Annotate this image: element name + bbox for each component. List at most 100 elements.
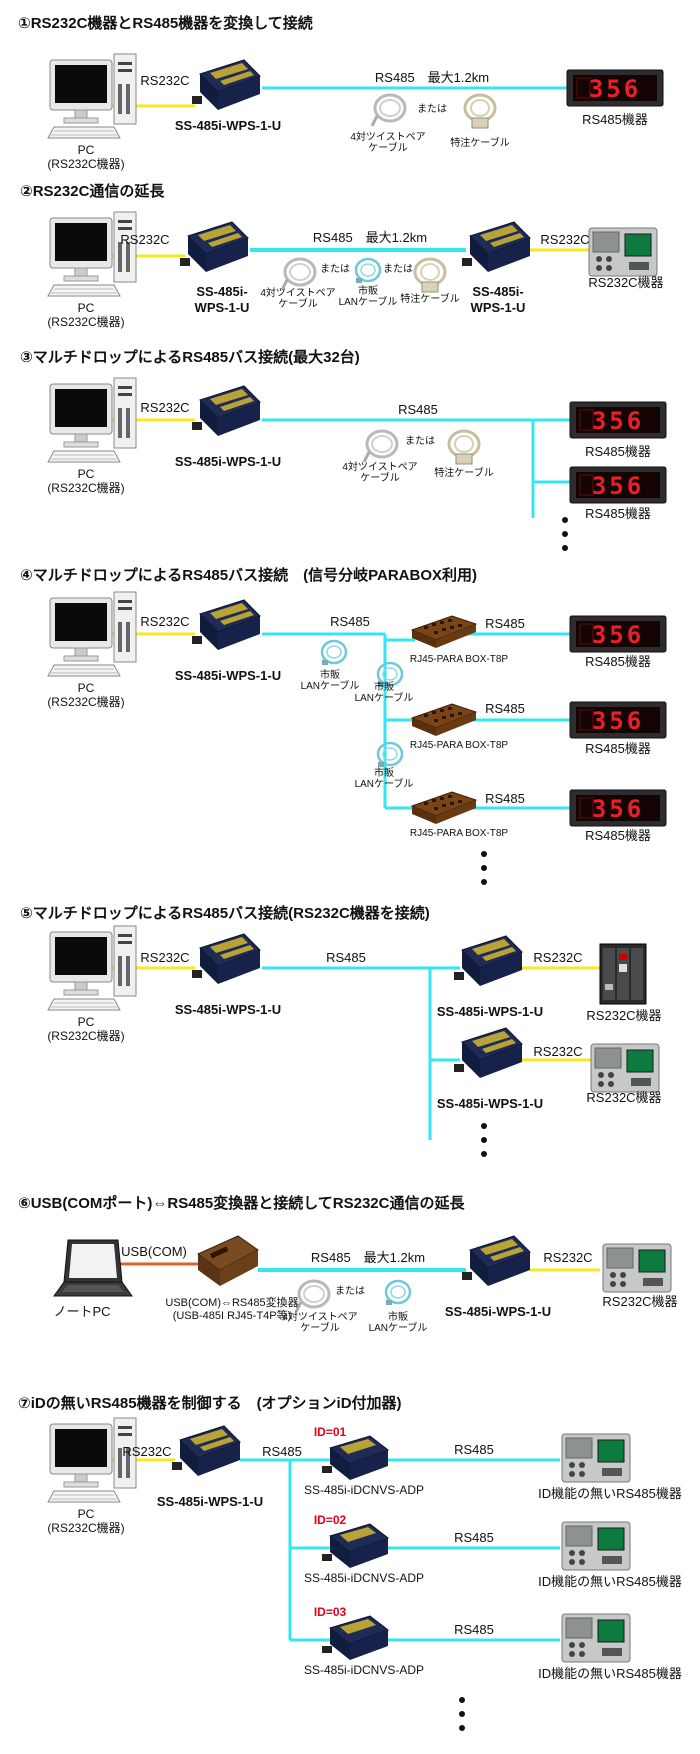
label: 市販: [374, 766, 394, 779]
label: PC: [78, 681, 95, 695]
label: RS485: [485, 701, 525, 716]
label: ケーブル: [300, 1321, 339, 1334]
label: または: [320, 263, 350, 275]
label: LANケーブル: [339, 295, 398, 308]
label: ケーブル: [360, 471, 399, 484]
label: RS232C: [140, 73, 189, 88]
label: または: [335, 1285, 365, 1297]
converter-icon: [461, 221, 531, 273]
label: RS232C機器: [588, 275, 663, 290]
pc-icon: [47, 1417, 137, 1503]
label: RS232C: [120, 232, 169, 247]
label: ID機能の無いRS485機器: [538, 1574, 682, 1589]
label: (RS232C機器): [47, 480, 124, 495]
special-cable-icon: [447, 429, 481, 466]
continuation-dot: [562, 517, 568, 523]
label: 市販: [320, 668, 340, 681]
label: 市販: [374, 680, 394, 693]
converter-icon: [191, 933, 261, 985]
label: WPS-1-U: [195, 300, 250, 315]
label: SS-485i-WPS-1-U: [175, 668, 281, 683]
label: 特注ケーブル: [400, 292, 459, 305]
label: RS485: [330, 614, 370, 629]
label: LANケーブル: [301, 679, 360, 692]
label: PC: [78, 1015, 95, 1029]
lan-cable-icon: [320, 639, 348, 667]
label: RS485機器: [582, 112, 648, 127]
led-digit-off: [579, 623, 594, 645]
label: RS485 最大1.2km: [375, 70, 489, 85]
parabox-icon: [411, 703, 477, 737]
label: SS-485i-WPS-1-U: [437, 1096, 543, 1111]
label: RS485: [398, 402, 438, 417]
converter-icon: [191, 599, 261, 651]
continuation-dot: [562, 545, 568, 551]
label: (RS232C機器): [47, 1520, 124, 1535]
converter-icon: [179, 221, 249, 273]
label: SS-485i-WPS-1-U: [175, 118, 281, 133]
continuation-dot: [481, 1151, 487, 1157]
equipment-panel-icon: [590, 1043, 660, 1093]
label: (RS232C機器): [47, 694, 124, 709]
label: RS232C: [140, 950, 189, 965]
label: RS232C機器: [586, 1090, 661, 1105]
label: LANケーブル: [369, 1321, 428, 1334]
converter-icon: [171, 1425, 241, 1477]
label: ID=02: [314, 1513, 347, 1527]
pc-icon: [47, 377, 137, 463]
id-adapter-icon: [321, 1435, 389, 1481]
label: ID機能の無いRS485機器: [538, 1486, 682, 1501]
lan-cable-icon: [384, 1279, 412, 1307]
continuation-dot: [459, 1725, 465, 1731]
label: 4対ツイストペア: [350, 130, 425, 143]
led-readout: 356: [592, 795, 644, 823]
equipment-panel-icon: [561, 1521, 631, 1571]
label: LANケーブル: [355, 777, 414, 790]
twisted-pair-cable-icon: [362, 429, 399, 464]
label: RS485機器: [585, 444, 651, 459]
label: SS-485i-iDCNVS-ADP: [304, 1663, 424, 1677]
label: RS232C機器: [602, 1294, 677, 1309]
label: SS-485i-WPS-1-U: [175, 1002, 281, 1017]
led-readout: 356: [592, 621, 644, 649]
label: 4対ツイストペア: [282, 1310, 357, 1323]
label: ID=03: [314, 1605, 347, 1619]
label: RS485: [485, 616, 525, 631]
label: RS485 最大1.2km: [311, 1250, 425, 1265]
led-readout: 356: [592, 407, 644, 435]
label: (RS232C機器): [47, 1028, 124, 1043]
label: 4対ツイストペア: [342, 460, 417, 473]
label: RJ45-PARA BOX-T8P: [410, 828, 509, 839]
label: または: [417, 103, 447, 115]
led-digit-off: [579, 409, 594, 431]
label: (USB-485I RJ45-T4P等): [173, 1308, 292, 1322]
equipment-panel-icon: [602, 1243, 672, 1293]
led-readout: 356: [592, 472, 644, 500]
usb-converter-icon: [197, 1235, 259, 1287]
continuation-dot: [459, 1697, 465, 1703]
label: WPS-1-U: [471, 300, 526, 315]
label: SS-485i-WPS-1-U: [437, 1004, 543, 1019]
label: PC: [78, 143, 95, 157]
label: RS485: [326, 950, 366, 965]
led-digit-off: [579, 797, 594, 819]
label: RS485機器: [585, 828, 651, 843]
label: ID=01: [314, 1425, 347, 1439]
equipment-panel-icon: [588, 227, 658, 277]
section-title: ⑦iDの無いRS485機器を制御する (オプションiD付加器): [18, 1394, 402, 1412]
label: USB(COM)⇔RS485変換器: [165, 1295, 298, 1309]
led-digit-off: [579, 709, 594, 731]
twisted-pair-cable-icon: [370, 93, 407, 128]
label: RS232C: [543, 1250, 592, 1265]
label: または: [405, 435, 435, 447]
section-title: ⑤マルチドロップによるRS485バス接続(RS232C機器を接続): [20, 904, 430, 922]
label: RS232C: [540, 232, 589, 247]
label: または: [383, 263, 413, 275]
section-title: ③マルチドロップによるRS485バス接続(最大32台): [20, 348, 360, 366]
label: SS-485i-WPS-1-U: [175, 454, 281, 469]
section-title: ①RS232C機器とRS485機器を変換して接続: [18, 14, 313, 32]
label: LANケーブル: [355, 691, 414, 704]
converter-icon: [461, 1235, 531, 1287]
